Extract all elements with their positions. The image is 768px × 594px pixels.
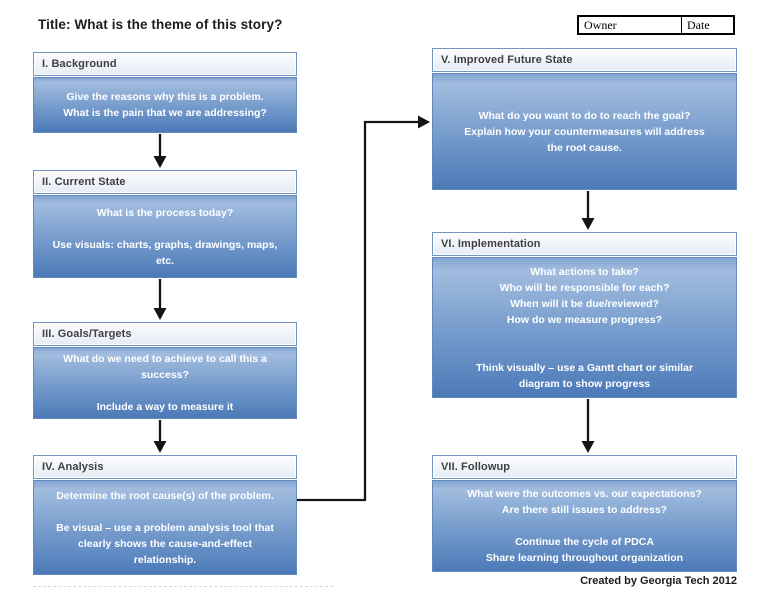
date-field: Date bbox=[687, 18, 710, 32]
box-analysis-header: IV. Analysis bbox=[33, 455, 297, 479]
box-implementation-body: What actions to take? Who will be respon… bbox=[432, 257, 737, 398]
box-current-state-header: II. Current State bbox=[33, 170, 297, 194]
box-current-state-body: What is the process today? Use visuals: … bbox=[33, 195, 297, 278]
page-title: Title: What is the theme of this story? bbox=[38, 17, 283, 32]
arrowhead bbox=[581, 441, 595, 453]
box-goals-targets-header: III. Goals/Targets bbox=[33, 322, 297, 346]
arrow-analysis-to-future-state bbox=[297, 120, 418, 502]
box-followup-body: What were the outcomes vs. our expectati… bbox=[432, 480, 737, 572]
box-improved-future-state-header: V. Improved Future State bbox=[432, 48, 737, 72]
box-analysis-body: Determine the root cause(s) of the probl… bbox=[33, 480, 297, 575]
box-followup-header: VII. Followup bbox=[432, 455, 737, 479]
credit-text: Created by Georgia Tech 2012 bbox=[580, 575, 737, 587]
arrowhead bbox=[418, 115, 430, 129]
arrowhead bbox=[153, 308, 167, 320]
arrowhead bbox=[153, 156, 167, 168]
arrowhead bbox=[581, 218, 595, 230]
box-background-body: Give the reasons why this is a problem. … bbox=[33, 77, 297, 133]
box-goals-targets-body: What do we need to achieve to call this … bbox=[33, 347, 297, 419]
arrowhead bbox=[153, 441, 167, 453]
page-edge-dashed-line bbox=[33, 586, 333, 587]
owner-date-table: Owner Date bbox=[577, 15, 735, 35]
box-implementation-header: VI. Implementation bbox=[432, 232, 737, 256]
owner-field: Owner bbox=[579, 17, 682, 33]
box-background-header: I. Background bbox=[33, 52, 297, 76]
box-improved-future-state-body: What do you want to do to reach the goal… bbox=[432, 73, 737, 190]
